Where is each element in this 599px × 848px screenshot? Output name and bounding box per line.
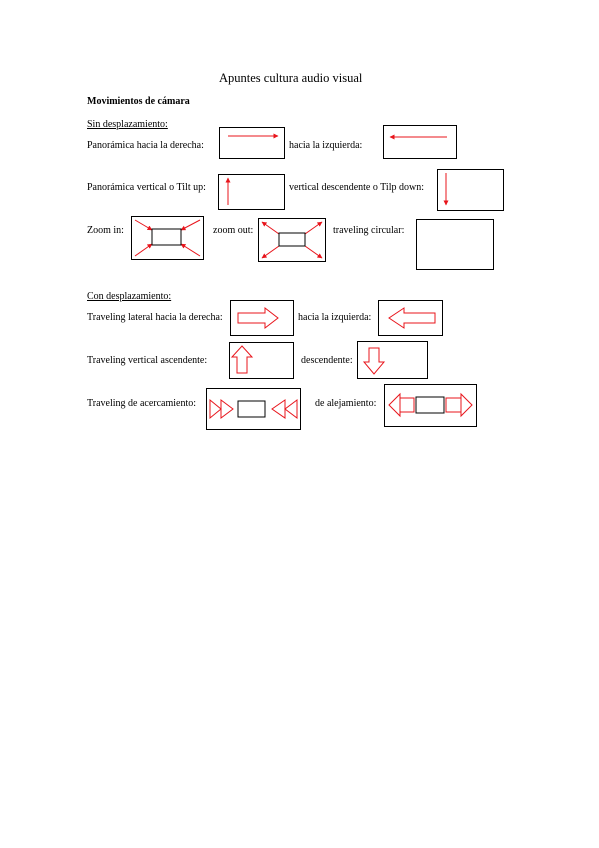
retreat-inner-frame [415,396,445,414]
label-vertical-down: descendente: [301,355,353,366]
approach-inner-frame [237,400,266,418]
zoom-in-inner-frame [151,228,182,246]
label-pan-left: hacia la izquierda: [289,140,363,151]
approach-arrow-right-1 [284,399,298,419]
zoom-out-arrow-br [304,245,323,259]
label-zoom-out: zoom out: [213,225,254,236]
traveling-circular-figure [416,219,494,270]
label-zoom-in: Zoom in: [87,225,124,236]
retreat-arrow-left [388,392,415,418]
pan-right-figure [219,127,285,159]
pan-left-figure [383,125,457,159]
zoom-in-arrow-br [180,243,201,257]
zoom-in-arrow-tr [180,219,201,231]
zoom-out-arrow-tl [261,221,280,235]
label-tilt-down: vertical descendente o Tilp down: [289,182,424,193]
approach-arrow-left-1 [209,398,222,420]
vertical-up-arrow [230,345,254,374]
zoom-out-arrow-tr [304,221,323,235]
label-tilt-up: Panorámica vertical o Tilt up: [87,182,206,193]
label-lateral-right: Traveling lateral hacia la derecha: [87,312,223,323]
label-pan-right: Panorámica hacia la derecha: [87,140,204,151]
zoom-out-inner-frame [278,232,306,247]
retreat-arrow-right [445,392,473,418]
zoom-in-arrow-tl [134,219,153,231]
approach-arrow-right-2 [271,399,286,419]
label-vertical-up: Traveling vertical ascendente: [87,355,208,366]
zoom-in-arrow-bl [134,243,153,257]
vertical-down-figure [357,341,428,379]
con-desplazamiento-header: Con desplazamiento: [87,291,172,302]
label-traveling-circular: traveling circular: [333,225,405,236]
label-lateral-left: hacia la izquierda: [298,312,372,323]
vertical-down-arrow [362,347,386,375]
label-retreat: de alejamiento: [315,398,377,409]
page-title: Apuntes cultura audio visual [219,71,363,85]
sin-desplazamiento-header: Sin desplazamiento: [87,119,168,130]
zoom-out-arrow-bl [261,245,280,259]
approach-arrow-left-2 [220,399,234,419]
section-heading: Movimientos de cámara [87,96,190,107]
lateral-right-figure [230,300,294,336]
label-approach: Traveling de acercamiento: [87,398,197,409]
lateral-right-arrow [237,306,279,330]
lateral-left-arrow [388,307,436,329]
